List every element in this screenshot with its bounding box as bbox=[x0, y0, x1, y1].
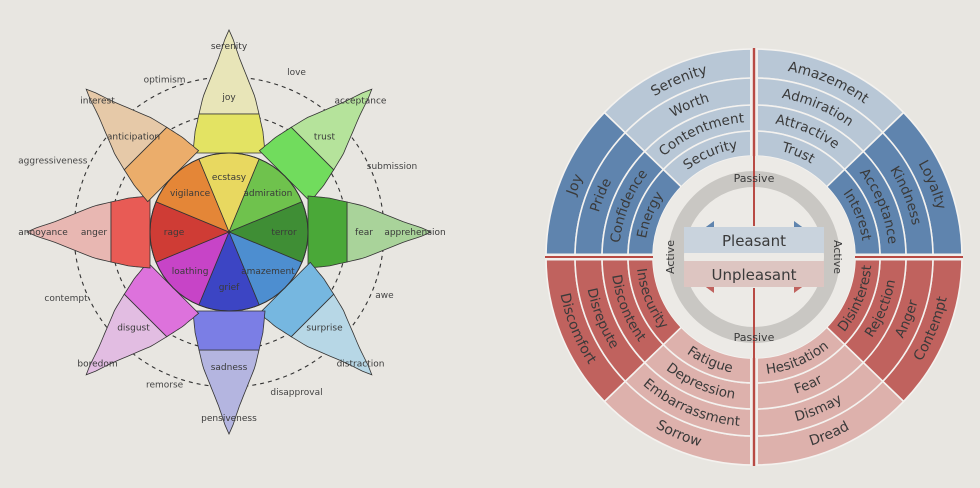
petal-label: joy bbox=[221, 93, 236, 103]
surprise-petal bbox=[258, 261, 373, 376]
core-circle bbox=[149, 152, 309, 312]
petal-middle-band bbox=[307, 195, 348, 269]
octant-0 bbox=[753, 48, 905, 188]
petal-label: distraction bbox=[337, 360, 385, 370]
pleasant-band bbox=[684, 227, 824, 253]
petal-middle-band bbox=[258, 126, 335, 203]
petal-label: vigilance bbox=[170, 189, 211, 199]
dyad-label: remorse bbox=[146, 380, 184, 390]
octant-3 bbox=[753, 326, 905, 466]
petal-middle-band bbox=[123, 126, 200, 203]
dyad-label: submission bbox=[367, 162, 417, 172]
petal-label: interest bbox=[80, 97, 115, 107]
pleasant-label: Pleasant bbox=[722, 232, 786, 250]
dyad-label: contempt bbox=[44, 294, 88, 304]
disgust-petal bbox=[85, 261, 200, 376]
petal-label: rage bbox=[164, 228, 185, 238]
petal-label: grief bbox=[219, 283, 240, 293]
petal-label: anger bbox=[81, 228, 107, 238]
passive-label-top: Passive bbox=[734, 172, 775, 185]
dyad-label: disapproval bbox=[270, 388, 322, 398]
petal-outer-band bbox=[85, 293, 168, 376]
unpleasant-band bbox=[684, 261, 824, 287]
petal-outer-band bbox=[26, 201, 112, 263]
petal-middle-band bbox=[258, 261, 335, 338]
anger-petal bbox=[26, 195, 151, 269]
active-label-left: Active bbox=[664, 240, 677, 274]
petal-outer-band bbox=[346, 201, 432, 263]
petal-label: acceptance bbox=[335, 97, 387, 107]
octant-1 bbox=[825, 111, 963, 258]
petal-middle-band bbox=[123, 261, 200, 338]
petal-label: loathing bbox=[172, 267, 209, 277]
petal-outer-band bbox=[290, 88, 373, 171]
petal-outer-band bbox=[198, 349, 260, 435]
petal-label: anticipation bbox=[107, 133, 160, 143]
passive-label-bottom: Passive bbox=[734, 331, 775, 344]
joy-petal bbox=[192, 29, 266, 154]
inner-divider-bottom bbox=[753, 288, 755, 358]
octant-7 bbox=[603, 48, 755, 188]
petal-label: fear bbox=[355, 228, 373, 238]
dyad-label: optimism bbox=[144, 76, 186, 86]
petal-label: admiration bbox=[243, 189, 292, 199]
petal-label: disgust bbox=[117, 324, 150, 334]
petal-label: sadness bbox=[211, 363, 248, 373]
unpleasant-label: Unpleasant bbox=[712, 266, 797, 284]
petal-label: trust bbox=[314, 133, 336, 143]
petal-label: annoyance bbox=[18, 228, 68, 238]
octant-4 bbox=[603, 326, 755, 466]
petal-label: pensiveness bbox=[201, 414, 257, 424]
mood-word: Joy bbox=[563, 172, 586, 199]
petal-label: surprise bbox=[306, 324, 343, 334]
octant-6 bbox=[545, 111, 683, 258]
dyad-label: love bbox=[287, 68, 306, 78]
petal-label: boredom bbox=[77, 360, 117, 370]
petal-label: amazement bbox=[241, 267, 295, 277]
sadness-petal bbox=[192, 310, 266, 435]
petal-outer-band bbox=[198, 29, 260, 115]
octant-5 bbox=[545, 256, 683, 403]
petal-label: ecstasy bbox=[212, 173, 247, 183]
dyad-label: awe bbox=[375, 291, 394, 301]
petal-label: apprehension bbox=[384, 228, 445, 238]
anticipation-petal bbox=[85, 88, 200, 203]
petal-label: serenity bbox=[211, 42, 248, 52]
inner-divider-top bbox=[753, 156, 755, 226]
fear-petal bbox=[307, 195, 432, 269]
plutchik-wheel: serenity joy ecstasy acceptance trust admirat… bbox=[18, 29, 446, 435]
dyad-label: aggressiveness bbox=[18, 156, 88, 166]
petal-label: terror bbox=[271, 228, 297, 238]
active-label-right: Active bbox=[831, 240, 844, 274]
petal-middle-band bbox=[110, 195, 151, 269]
petal-outer-band bbox=[85, 88, 168, 171]
petal-middle-band bbox=[192, 310, 266, 351]
petal-middle-band bbox=[192, 113, 266, 154]
trust-petal bbox=[258, 88, 373, 203]
petal-outer-band bbox=[290, 293, 373, 376]
